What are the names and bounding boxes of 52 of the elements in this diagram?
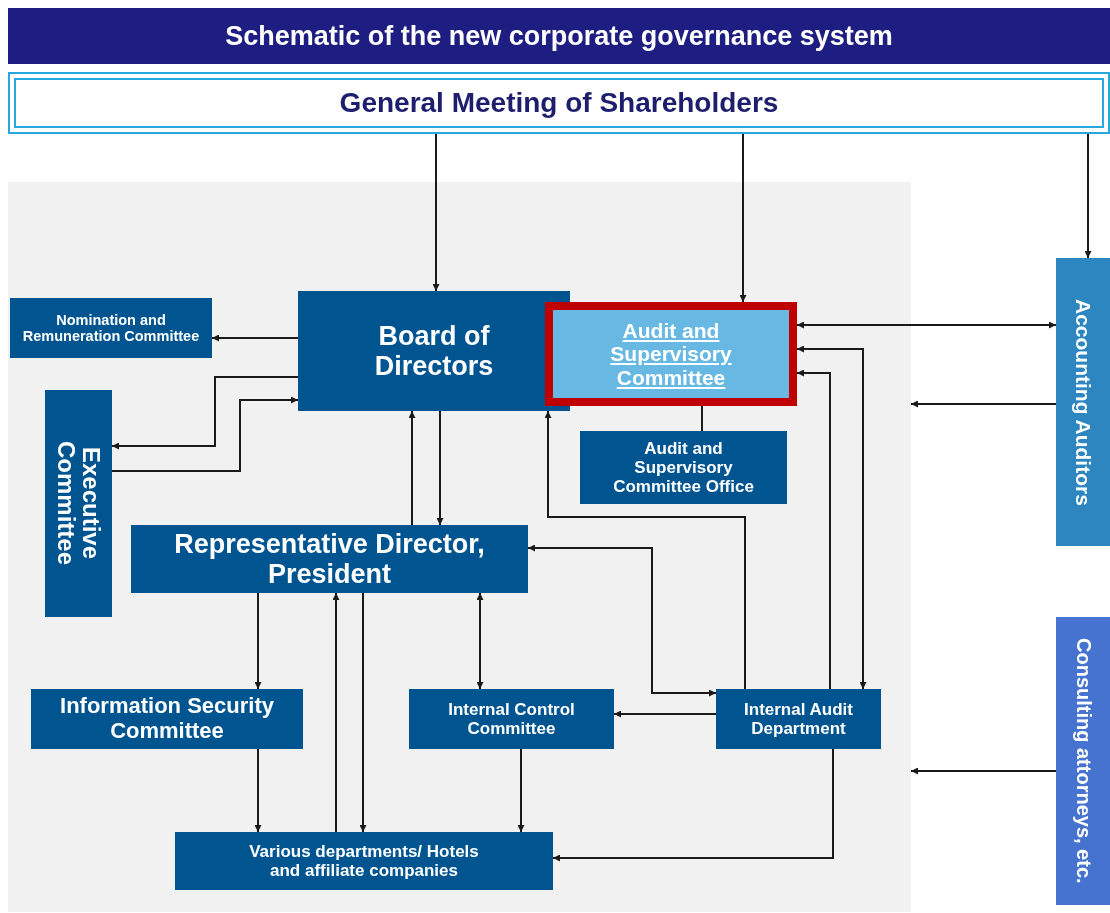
arrow bbox=[254, 748, 262, 833]
arrow bbox=[796, 321, 1057, 329]
node-label: Audit and Supervisory Committee bbox=[609, 318, 733, 390]
arrow bbox=[739, 133, 747, 303]
node-label: Executive Committee bbox=[52, 440, 105, 568]
node-label: General Meeting of Shareholders bbox=[339, 87, 779, 119]
committee-box bbox=[45, 390, 112, 617]
arrow bbox=[254, 592, 262, 690]
title-banner: Schematic of the new corporate governance system bbox=[8, 8, 1110, 64]
arrow bbox=[332, 592, 340, 833]
arrow bbox=[1084, 133, 1092, 259]
node-label: Board of Directors bbox=[373, 320, 495, 382]
arrow bbox=[408, 410, 416, 526]
arrow bbox=[211, 334, 299, 342]
arrow bbox=[796, 345, 867, 690]
node-label: Internal Control Committee bbox=[447, 699, 576, 739]
department-box bbox=[716, 689, 881, 749]
node-label: Consulting attorneys, etc. bbox=[1072, 638, 1094, 884]
arrow bbox=[796, 369, 831, 690]
arrow bbox=[476, 592, 484, 690]
arrow bbox=[432, 133, 440, 292]
arrow bbox=[517, 748, 525, 833]
arrow bbox=[111, 396, 299, 472]
committee-box bbox=[10, 298, 212, 358]
arrow bbox=[359, 592, 367, 833]
attorney-box bbox=[1056, 617, 1110, 905]
arrow bbox=[111, 376, 299, 450]
meeting-box bbox=[8, 72, 1110, 134]
node-label: Audit and Supervisory Committee Office bbox=[612, 438, 755, 497]
node-label: Accounting Auditors bbox=[1071, 298, 1095, 506]
board-box bbox=[298, 291, 570, 411]
connector-line bbox=[701, 405, 703, 432]
department-box bbox=[175, 832, 553, 890]
arrow bbox=[544, 410, 746, 690]
committee-box bbox=[31, 689, 303, 749]
office-box bbox=[580, 431, 787, 504]
arrow bbox=[527, 544, 717, 697]
panel-background bbox=[8, 182, 911, 912]
arrow bbox=[910, 400, 1057, 408]
node-label: Various departments/ Hotels and affiliate companies bbox=[248, 841, 480, 881]
arrow bbox=[910, 767, 1057, 775]
node-label: Representative Director, President bbox=[173, 528, 486, 590]
committee-box bbox=[545, 302, 797, 406]
arrow bbox=[436, 410, 444, 526]
node-label: Nomination and Remuneration Committee bbox=[21, 311, 201, 345]
node-label: Internal Audit Department bbox=[743, 699, 854, 739]
arrow bbox=[552, 748, 834, 862]
committee-box bbox=[409, 689, 614, 749]
node-label: Information Security Committee bbox=[59, 694, 275, 744]
president-box bbox=[131, 525, 528, 593]
arrow bbox=[613, 710, 717, 718]
auditor-box bbox=[1056, 258, 1110, 546]
